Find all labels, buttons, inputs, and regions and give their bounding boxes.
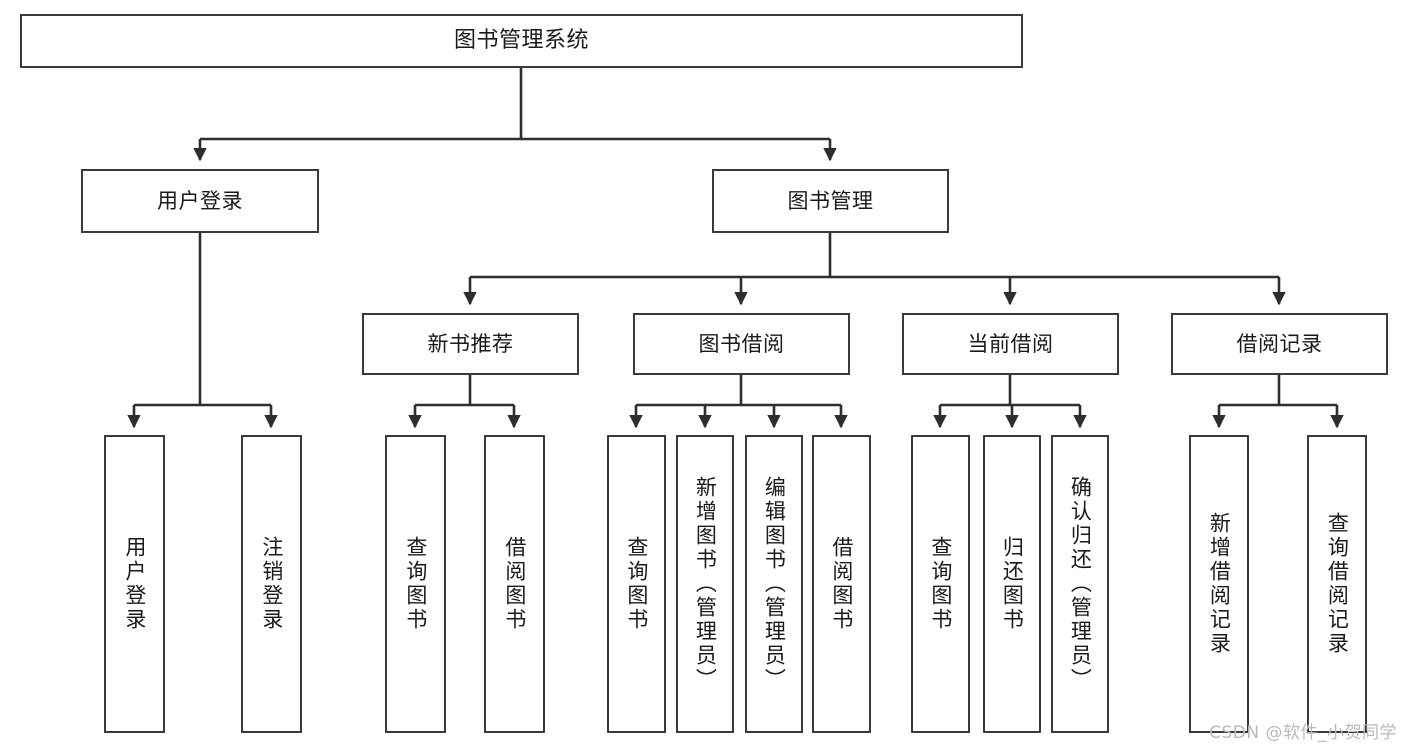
leaf-logout-login[interactable]: 注销登录 — [241, 435, 302, 733]
node-label: 查询图书 — [403, 536, 428, 632]
leaf-add-borrow-record[interactable]: 新增借阅记录 — [1189, 435, 1249, 733]
node-label: 归还图书 — [1000, 536, 1025, 632]
node-book-management[interactable]: 图书管理 — [712, 169, 949, 233]
node-new-book-recommend[interactable]: 新书推荐 — [362, 313, 579, 375]
node-label: 确认归还（管理员） — [1068, 476, 1093, 692]
node-label: 查询图书 — [624, 536, 649, 632]
leaf-borrow-book-recommend[interactable]: 借阅图书 — [484, 435, 545, 733]
node-label: 注销登录 — [259, 536, 284, 632]
node-label: 查询图书 — [928, 536, 953, 632]
node-user-login[interactable]: 用户登录 — [81, 169, 319, 233]
node-label: 图书管理 — [787, 188, 874, 213]
node-label: 查询借阅记录 — [1325, 512, 1350, 656]
node-label: 新增借阅记录 — [1207, 512, 1232, 656]
leaf-query-book-recommend[interactable]: 查询图书 — [385, 435, 446, 733]
node-label: 用户登录 — [157, 188, 243, 213]
leaf-borrow-book[interactable]: 借阅图书 — [812, 435, 871, 733]
node-root-book-management-system[interactable]: 图书管理系统 — [20, 14, 1023, 68]
leaf-query-book-borrow[interactable]: 查询图书 — [607, 435, 666, 733]
node-borrow-record[interactable]: 借阅记录 — [1171, 313, 1388, 375]
csdn-watermark: CSDN @软件_小贺同学 — [1209, 723, 1397, 743]
node-label: 新增图书（管理员） — [693, 476, 718, 692]
leaf-return-book[interactable]: 归还图书 — [983, 435, 1041, 733]
node-label: 借阅记录 — [1236, 331, 1323, 356]
leaf-add-book-admin[interactable]: 新增图书（管理员） — [676, 435, 734, 733]
node-label: 用户登录 — [122, 536, 147, 632]
leaf-query-book-current[interactable]: 查询图书 — [911, 435, 970, 733]
node-label: 新书推荐 — [427, 331, 514, 356]
node-label: 借阅图书 — [502, 536, 527, 632]
leaf-confirm-return-admin[interactable]: 确认归还（管理员） — [1051, 435, 1109, 733]
node-label: 图书借阅 — [698, 331, 785, 356]
node-label: 编辑图书（管理员） — [762, 476, 787, 692]
leaf-query-borrow-record[interactable]: 查询借阅记录 — [1307, 435, 1367, 733]
leaf-edit-book-admin[interactable]: 编辑图书（管理员） — [745, 435, 803, 733]
leaf-user-login[interactable]: 用户登录 — [104, 435, 165, 733]
node-label: 当前借阅 — [967, 331, 1054, 356]
node-book-borrow[interactable]: 图书借阅 — [633, 313, 850, 375]
node-label: 图书管理系统 — [453, 28, 589, 54]
node-current-borrow[interactable]: 当前借阅 — [902, 313, 1119, 375]
node-label: 借阅图书 — [829, 536, 854, 632]
